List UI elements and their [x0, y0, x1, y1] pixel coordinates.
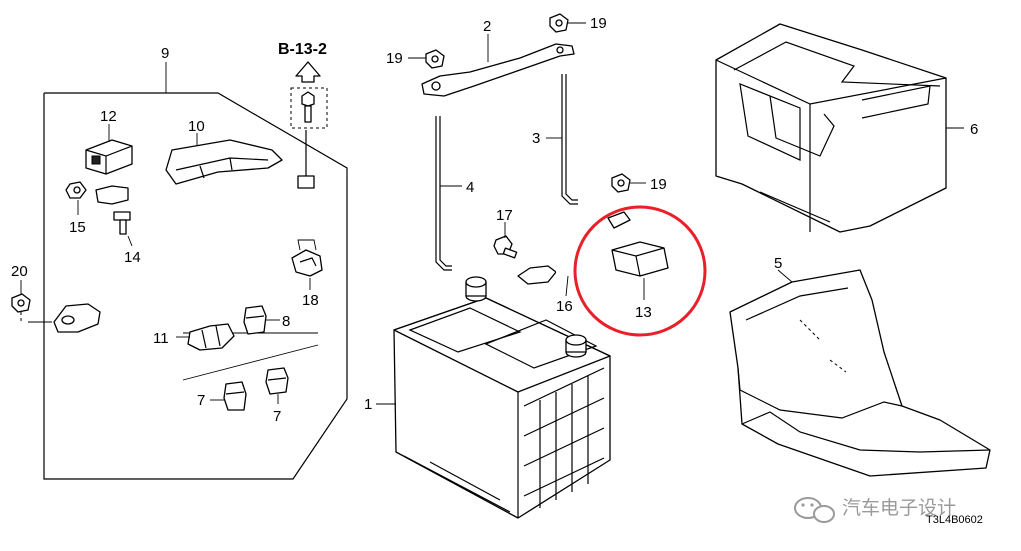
nut-19-top-right: [549, 13, 586, 33]
fuse-box-12: [85, 124, 133, 175]
callout-10: 10: [188, 118, 205, 135]
watermark-text: 汽车电子设计: [842, 497, 956, 519]
hold-down-bracket-2: [421, 34, 575, 97]
clip-18: [291, 239, 323, 290]
negative-cable-16: [517, 220, 616, 297]
bolt-head: [301, 91, 315, 107]
callout-1: 1: [364, 396, 372, 413]
callout-14: 14: [124, 249, 141, 266]
up-arrow-icon: [295, 61, 321, 83]
battery-sensor-13: [607, 211, 669, 300]
callout-12: 12: [100, 108, 117, 125]
bolt-shank: [304, 105, 312, 123]
cover-10: [165, 133, 283, 185]
drawing-code: T3L4B0602: [926, 514, 983, 526]
watermark-group: 汽车电子设计: [794, 497, 956, 523]
sensor-highlight-circle: [573, 205, 707, 337]
nut-20: [11, 280, 31, 322]
callout-4: 4: [466, 179, 474, 196]
grommet-7-left: [210, 381, 247, 411]
nut-19-mid: [611, 173, 646, 193]
callout-2: 2: [483, 18, 491, 35]
hold-down-rod-3: [546, 74, 578, 205]
callout-17: 17: [496, 207, 513, 224]
callout-5: 5: [774, 255, 782, 272]
divider-line: [182, 344, 319, 381]
ring-terminal-hole: [61, 315, 75, 325]
cable-upper-inner: [125, 180, 308, 245]
callout-11: 11: [153, 330, 169, 347]
callout-6: 6: [970, 121, 978, 138]
nut-19-top-left: [408, 49, 445, 69]
battery-cable-harness: [28, 130, 315, 333]
nut-15: [65, 181, 87, 215]
cable-lower: [99, 225, 241, 319]
reference-arrow-group: [290, 61, 328, 129]
bolt-17: [493, 222, 518, 259]
callout-13: 13: [635, 304, 652, 321]
clamp-11: [176, 323, 235, 351]
callout-9: 9: [161, 45, 169, 62]
grommet-7-right: [265, 367, 289, 404]
reference-label-b-13-2: B-13-2: [278, 41, 327, 58]
callout-labels: B-13-2 1 2 3 4 5 6 7 7 8 9 10 11 12 13 1…: [11, 15, 978, 425]
panel-outline: [43, 92, 348, 480]
callout-5-leader: [777, 269, 793, 283]
callout-8: 8: [282, 313, 290, 330]
bolt-14: [113, 211, 133, 247]
callout-14-leader: [127, 235, 133, 247]
battery-box-6: [715, 23, 964, 233]
callout-7b: 7: [273, 408, 281, 425]
callout-16: 16: [556, 298, 573, 315]
callout-19c: 19: [650, 176, 667, 193]
hold-down-rod-4: [435, 116, 462, 271]
callout-19b: 19: [590, 15, 607, 32]
callout-16-leader: [565, 275, 569, 297]
terminal-15-clamp: [95, 185, 129, 205]
bolt-inset-box: [290, 87, 328, 129]
cable-lower-inner: [99, 225, 242, 320]
callout-19a: 19: [386, 50, 403, 67]
cable-terminal-top: [297, 175, 315, 189]
ring-terminal-lower: [53, 303, 101, 333]
callout-3: 3: [532, 130, 540, 147]
callout-15: 15: [69, 219, 86, 236]
wechat-logo-icon: [794, 497, 835, 523]
battery-tray-5: [729, 269, 991, 477]
battery-1: [376, 276, 611, 519]
callout-7a: 7: [197, 392, 205, 409]
grommet-8: [243, 305, 280, 335]
callout-18: 18: [302, 292, 319, 309]
callout-20: 20: [11, 263, 28, 280]
